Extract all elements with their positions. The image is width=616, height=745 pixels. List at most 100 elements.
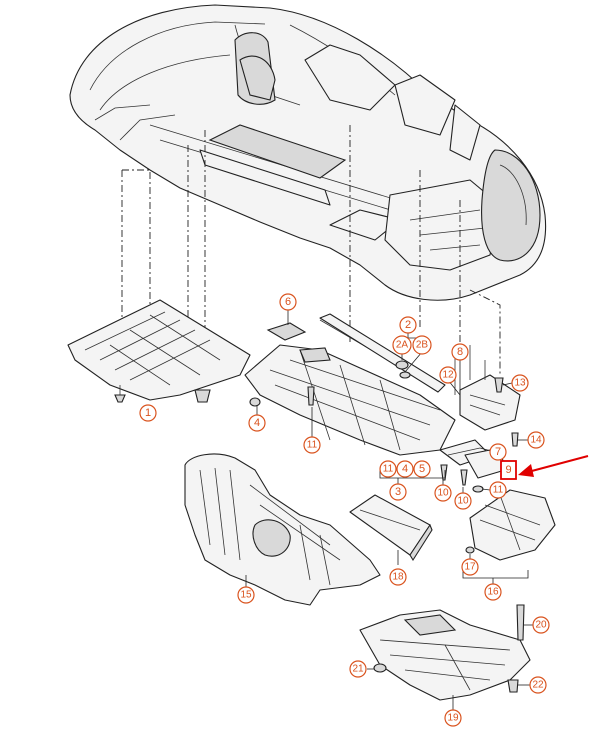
callout-8-circle	[451, 343, 469, 361]
callout-11-right: 11	[489, 481, 507, 499]
callout-22-label: 22	[532, 680, 544, 691]
callout-2-circle	[399, 316, 417, 334]
callout-4-right: 4	[396, 460, 414, 478]
callout-1-label: 1	[145, 407, 151, 419]
callout-6-label: 6	[285, 296, 291, 308]
callout-17-circle	[461, 558, 479, 576]
callout-3-label: 3	[395, 486, 401, 498]
callout-4-left-circle	[248, 414, 266, 432]
callout-19-label: 19	[447, 713, 459, 724]
callout-6-circle	[279, 293, 297, 311]
callout-20-label: 20	[535, 620, 547, 631]
callout-10-right-label: 10	[457, 496, 469, 507]
callout-17-label: 17	[464, 562, 476, 573]
callout-14-circle	[527, 431, 545, 449]
callout-11-right-label: 11	[493, 485, 504, 496]
callout-15-circle	[237, 586, 255, 604]
callout-1: 1	[139, 404, 157, 422]
callout-14: 14	[527, 431, 545, 449]
callout-4-left-label: 4	[254, 417, 260, 429]
leader-lines	[147, 310, 540, 710]
callout-11-right-circle	[489, 481, 507, 499]
callout-10-right-circle	[454, 492, 472, 510]
callout-20-circle	[532, 616, 550, 634]
callout-2a: 2A	[392, 335, 412, 355]
part-8-bracket	[454, 345, 521, 431]
callout-21-label: 21	[352, 664, 364, 675]
callout-21-circle	[349, 660, 367, 678]
callout-2b-label: 2B	[416, 340, 429, 351]
callout-3-circle	[389, 483, 407, 501]
callout-11-center-circle	[303, 436, 321, 454]
callout-20: 20	[532, 616, 550, 634]
callout-19: 19	[444, 709, 462, 727]
callout-22-circle	[529, 676, 547, 694]
callout-12-label: 12	[442, 370, 454, 381]
callout-13-circle	[511, 374, 529, 392]
part-18-plate	[349, 494, 433, 562]
bolt-10	[440, 464, 468, 486]
callout-2b: 2B	[412, 335, 432, 355]
part-16-rear-shield	[462, 489, 556, 584]
callout-10-left: 10	[434, 484, 452, 502]
bolt-11	[307, 386, 484, 493]
highlight-arrow	[518, 455, 589, 477]
clip-22	[507, 679, 519, 693]
arrow-shaft	[527, 455, 589, 473]
callout-4-right-circle	[396, 460, 414, 478]
bolt-13-14	[494, 377, 519, 447]
callout-8: 8	[451, 343, 469, 361]
callout-7-circle	[489, 443, 507, 461]
callout-15: 15	[237, 586, 255, 604]
car-body-outline	[69, 4, 547, 301]
callout-16: 16	[484, 583, 502, 601]
callout-16-circle	[484, 583, 502, 601]
callout-13: 13	[511, 374, 529, 392]
callout-5: 5	[413, 460, 431, 478]
callout-22: 22	[529, 676, 547, 694]
part-19-lower-shield	[359, 609, 531, 701]
callout-4-left: 4	[248, 414, 266, 432]
callout-13-label: 13	[514, 378, 526, 389]
callout-16-label: 16	[487, 587, 499, 598]
callout-18-label: 18	[392, 572, 404, 583]
callout-7: 7	[489, 443, 507, 461]
callout-10-right: 10	[454, 492, 472, 510]
callout-12: 12	[439, 366, 457, 384]
callout-15-label: 15	[240, 590, 252, 601]
callout-11-group: 11	[379, 460, 397, 478]
callout-2a-label: 2A	[396, 340, 409, 351]
callout-2: 2	[399, 316, 417, 334]
callout-2-label: 2	[405, 319, 411, 331]
callout-4-right-label: 4	[402, 463, 408, 475]
callout-2b-circle	[412, 335, 432, 355]
callout-3: 3	[389, 483, 407, 501]
part-1-front-undertray	[67, 299, 251, 403]
callout-18: 18	[389, 568, 407, 586]
callout-11-group-circle	[379, 460, 397, 478]
highlight-box	[500, 460, 517, 480]
callout-9-highlighted: 9	[500, 460, 517, 480]
nut-21	[373, 663, 387, 673]
callout-21: 21	[349, 660, 367, 678]
callout-9-label: 9	[505, 464, 511, 476]
part-6-pad	[266, 322, 307, 341]
callout-18-circle	[389, 568, 407, 586]
callout-12-circle	[439, 366, 457, 384]
callout-11-center-label: 11	[307, 440, 318, 451]
callout-11-center: 11	[303, 436, 321, 454]
callout-5-label: 5	[419, 463, 425, 475]
callout-5-circle	[413, 460, 431, 478]
callout-19-circle	[444, 709, 462, 727]
part-3-center-undertray	[244, 313, 456, 456]
arrow-head	[518, 464, 534, 477]
callout-1-circle	[139, 404, 157, 422]
callout-7-label: 7	[495, 446, 501, 458]
part-15-side-shield	[184, 453, 381, 606]
callout-11-group-label: 11	[383, 464, 394, 475]
callout-2a-circle	[392, 335, 412, 355]
callout-17: 17	[461, 558, 479, 576]
callout-8-label: 8	[457, 346, 463, 358]
callout-14-label: 14	[530, 435, 542, 446]
